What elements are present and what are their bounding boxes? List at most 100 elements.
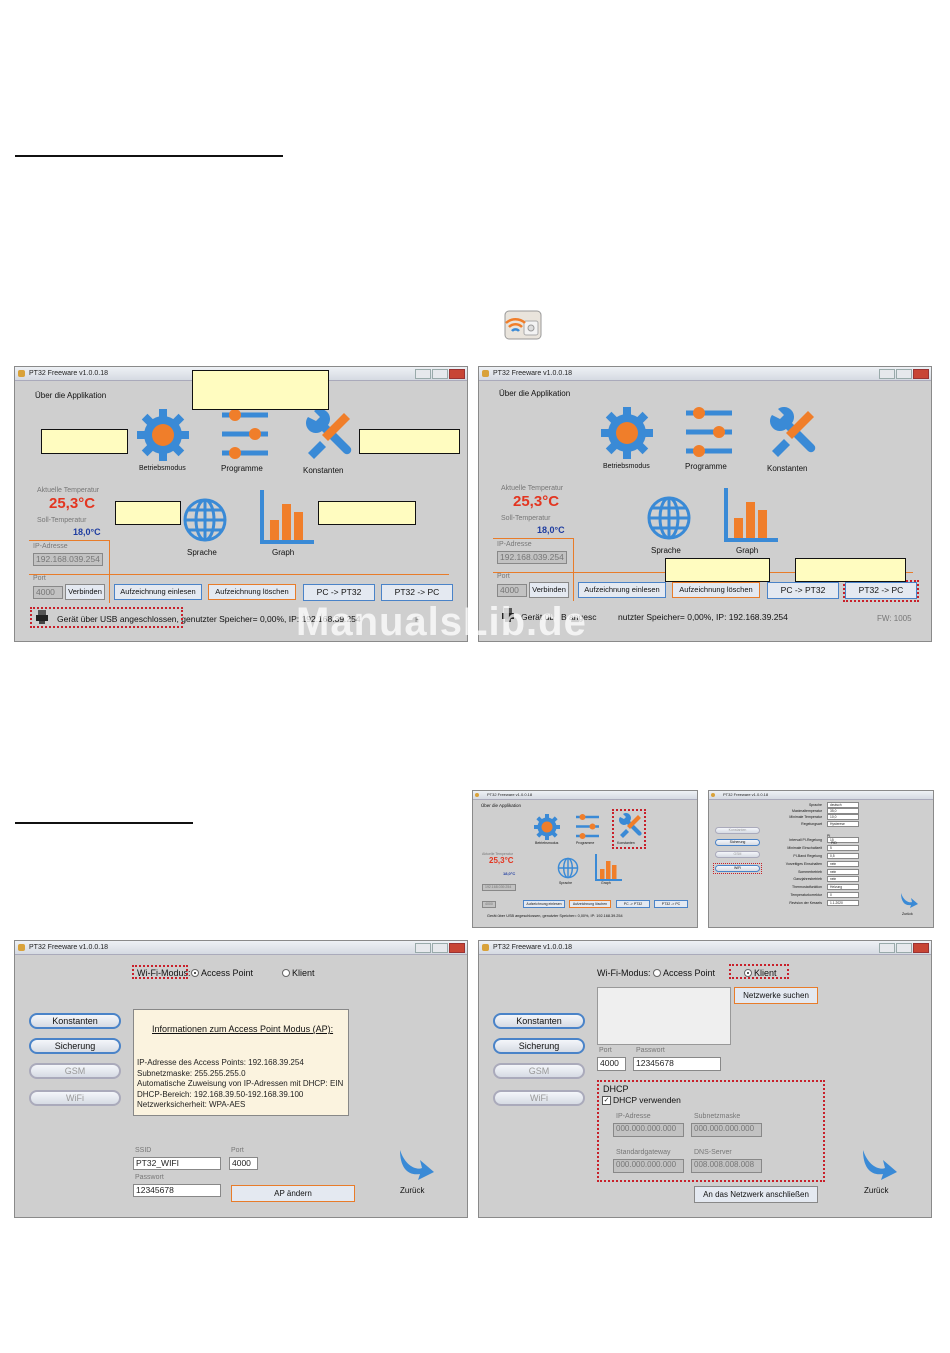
tools-icon[interactable] [302,409,352,463]
port-field[interactable]: 4000 [482,901,496,908]
password-field[interactable]: 12345678 [133,1184,221,1197]
gsm-nav-button[interactable]: GSM [493,1063,585,1079]
client-option-label: Klient [754,968,777,978]
connect-button[interactable]: Verbinden [529,582,569,598]
setting-value[interactable]: Hysterese [827,821,859,827]
globe-icon[interactable] [646,495,692,541]
dhcp-checkbox[interactable]: ✓ [602,1096,611,1105]
sliders-icon[interactable] [684,405,734,459]
setting-value[interactable]: 1.1.2020 [827,900,859,906]
client-radio[interactable] [282,969,290,977]
pid-option[interactable]: PID [831,841,837,845]
ip-field[interactable]: 000.000.000.000 [613,1123,684,1137]
setting-value[interactable]: 35,0 [827,808,859,814]
port-field[interactable]: 4000 [497,584,527,597]
port-field[interactable]: 4000 [229,1157,258,1170]
bar-graph-icon[interactable] [258,490,314,546]
back-arrow-icon[interactable] [859,1146,899,1182]
callout-box-left [41,429,128,454]
backup-nav-button[interactable]: Sicherung [493,1038,585,1054]
globe-icon[interactable] [557,857,579,879]
pt-to-pc-button[interactable]: PT32 -> PC [654,900,688,908]
about-link[interactable]: Über die Applikation [35,391,107,400]
pi-option[interactable]: PI [827,834,831,838]
ap-radio[interactable] [191,969,199,977]
ap-radio[interactable] [653,969,661,977]
setting-value[interactable]: 15 [827,837,859,843]
read-log-button[interactable]: Aufzeichnung einlesen [523,900,565,908]
read-log-button[interactable]: Aufzeichnung einlesen [114,584,202,600]
subnet-field[interactable]: 000.000.000.000 [691,1123,762,1137]
gear-icon[interactable] [533,813,561,841]
network-list[interactable] [597,987,731,1045]
gateway-field[interactable]: 000.000.000.000 [613,1159,684,1173]
callout-box-top [192,370,329,410]
dns-field[interactable]: 008.008.008.008 [691,1159,762,1173]
wifi-nav-button[interactable]: WiFi [29,1090,121,1106]
pc-to-pt-button[interactable]: PC -> PT32 [303,584,375,601]
bar-graph-icon[interactable] [722,488,778,544]
gsm-nav[interactable]: GSM [715,851,760,858]
connection-panel-border [29,540,110,603]
dns-label: DNS-Server [694,1149,732,1156]
sliders-icon[interactable] [575,813,600,840]
pt-to-pc-button[interactable]: PT32 -> PC [845,582,917,599]
backup-nav[interactable]: Sicherung [715,839,760,846]
gear-icon[interactable] [135,407,191,463]
constants-nav-button[interactable]: Konstanten [29,1013,121,1029]
setting-label: Revision der Kessels [789,901,822,905]
tools-icon[interactable] [617,813,642,840]
delete-log-button[interactable]: Aufzeichnung löschen [672,582,760,598]
dhcp-title: DHCP [603,1084,629,1094]
setting-value[interactable]: nein [827,869,859,875]
setting-value[interactable]: deutsch [827,802,859,808]
wifi-nav-highlight [713,863,762,874]
search-networks-button[interactable]: Netzwerke suchen [734,987,818,1004]
connect-network-button[interactable]: An das Netzwerk anschließen [694,1186,818,1203]
wifi-nav-button[interactable]: WiFi [493,1090,585,1106]
ap-option-label: Access Point [201,968,254,978]
pc-to-pt-button[interactable]: PC -> PT32 [616,900,650,908]
delete-log-button[interactable]: Aufzeichnung löschen [569,900,611,908]
gear-icon[interactable] [599,405,655,461]
constants-nav[interactable]: Konstanten [715,827,760,834]
constants-nav-button[interactable]: Konstanten [493,1013,585,1029]
wifi-nav[interactable]: WiFi [715,865,760,872]
password-field[interactable]: 12345678 [633,1057,721,1071]
globe-icon[interactable] [182,497,228,543]
ssid-field[interactable]: PT32_WIFI [133,1157,221,1170]
setting-value[interactable]: nein [827,861,859,867]
setting-value[interactable]: 0,5 [827,853,859,859]
back-arrow-icon[interactable] [396,1146,436,1182]
port-field[interactable]: 4000 [597,1057,626,1071]
setting-value[interactable]: Heizung [827,884,859,890]
setting-value[interactable]: 5 [827,845,859,851]
pt-to-pc-button[interactable]: PT32 -> PC [381,584,453,601]
screenshot-wifi-ap: PT32 Freeware v1.0.0.18 Wi-Fi-Modus: Acc… [14,940,468,1218]
usb-status-highlight [30,607,183,628]
about-link[interactable]: Über die Applikation [499,389,571,398]
ip-field[interactable]: 192.168.039.254 [33,553,103,566]
language-label: Sprache [651,546,681,555]
setting-value[interactable]: 0 [827,892,859,898]
ip-field[interactable]: 192.168.039.254 [497,551,567,564]
pc-to-pt-button[interactable]: PC -> PT32 [767,582,839,599]
status-text-part3: nutzter Speicher= 0,00%, IP: 192.168.39.… [618,612,788,622]
setting-label: Minimale Einschaltzeit [787,846,822,850]
client-radio[interactable] [744,969,752,977]
read-log-button[interactable]: Aufzeichnung einlesen [578,582,666,598]
sliders-icon[interactable] [220,407,270,461]
port-field[interactable]: 4000 [33,586,63,599]
ip-field[interactable]: 192.168.039.254 [482,884,516,891]
bar-graph-icon[interactable] [594,854,622,882]
tools-icon[interactable] [766,407,816,461]
change-ap-button[interactable]: AP ändern [231,1185,355,1202]
gsm-nav-button[interactable]: GSM [29,1063,121,1079]
connect-button[interactable]: Verbinden [65,584,105,600]
back-arrow-icon[interactable] [899,891,919,909]
setting-value[interactable]: 10,0 [827,814,859,820]
about-link[interactable]: Über die Applikation [481,803,522,808]
delete-log-button[interactable]: Aufzeichnung löschen [208,584,296,600]
setting-value[interactable]: nein [827,876,859,882]
backup-nav-button[interactable]: Sicherung [29,1038,121,1054]
